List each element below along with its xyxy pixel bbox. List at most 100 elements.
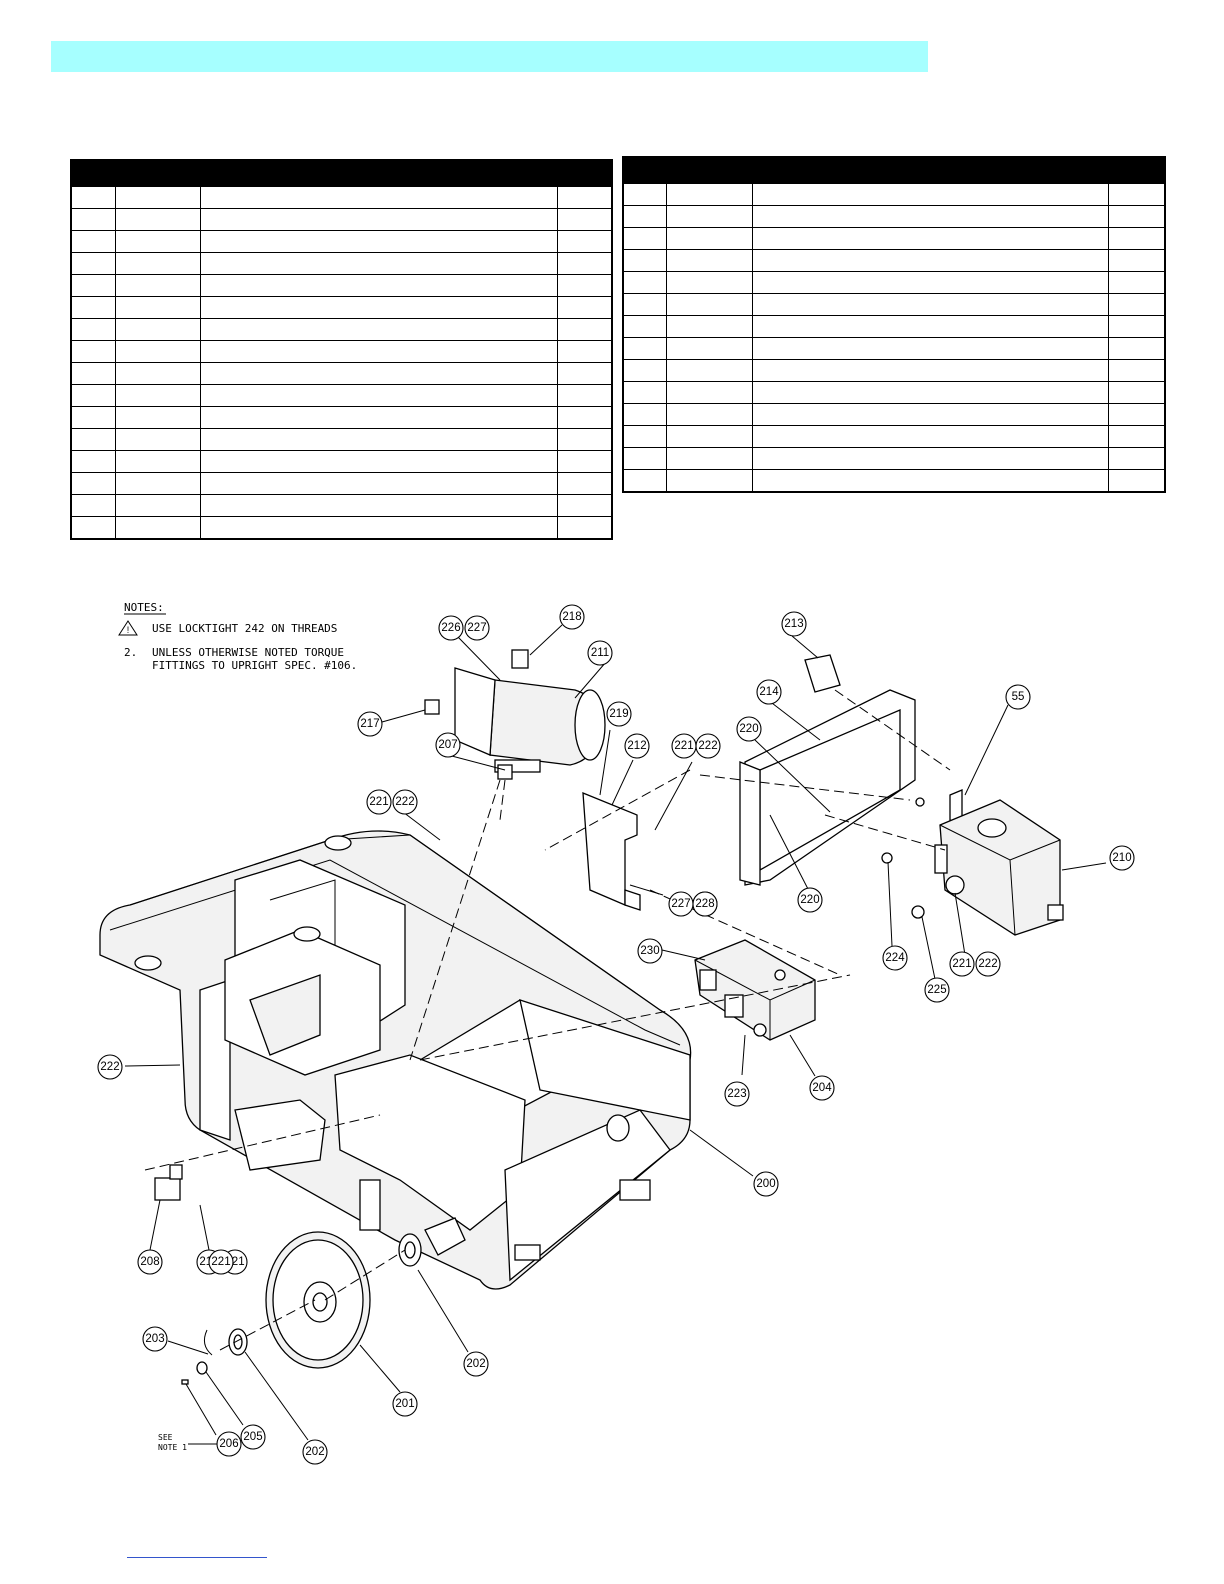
table-row	[622, 469, 1166, 493]
svg-text:!: !	[127, 625, 130, 635]
callout-label: 218	[562, 611, 581, 623]
table-cell	[70, 450, 116, 473]
callout-bubble: 219	[606, 701, 632, 727]
table-cell	[1107, 381, 1166, 404]
callout-bubble: 221	[208, 1249, 234, 1275]
see-note-line-2: NOTE 1	[158, 1443, 187, 1452]
table-cell	[556, 450, 613, 473]
callout-label: 200	[756, 1178, 775, 1190]
table-cell	[114, 252, 201, 275]
callout-label: 220	[800, 894, 819, 906]
callout-label: 221	[674, 740, 693, 752]
table-cell	[1107, 447, 1166, 470]
callout-label: 211	[591, 647, 609, 659]
table-cell	[751, 183, 1109, 206]
header-banner	[51, 41, 928, 72]
callout-label: 205	[243, 1431, 262, 1443]
see-note-label: SEE NOTE 1	[158, 1433, 187, 1452]
table-cell	[1107, 469, 1166, 493]
table-cell	[622, 315, 667, 338]
exploded-parts-drawing: NOTES: ! USE LOCKTIGHT 242 ON THREADS 2.…	[97, 601, 1135, 1465]
table-cell	[622, 249, 667, 272]
table-cell	[70, 340, 116, 363]
table-cell	[665, 337, 753, 360]
hydraulic-tank	[881, 797, 1064, 936]
table-row	[70, 428, 613, 451]
table-cell	[1107, 359, 1166, 382]
table-cell	[199, 384, 558, 407]
parts-table-right	[622, 156, 1166, 493]
table-cell	[1107, 425, 1166, 448]
callout-bubble: 202	[463, 1351, 489, 1377]
callout-bubble: 220	[797, 887, 823, 913]
table-cell	[199, 186, 558, 209]
table-cell	[751, 359, 1109, 382]
note-2-line-1: UNLESS OTHERWISE NOTED TORQUE	[152, 646, 344, 659]
callout-label: 213	[784, 618, 803, 630]
table-cell	[70, 362, 116, 385]
table-cell	[114, 274, 201, 297]
table-cell	[556, 406, 613, 429]
table-cell	[199, 406, 558, 429]
table-cell	[556, 318, 613, 341]
callout-bubble: 218	[559, 604, 585, 630]
callout-label: 202	[305, 1446, 324, 1458]
callout-bubble: 217	[357, 711, 383, 737]
callout-label: 221	[369, 796, 388, 808]
table-cell	[556, 274, 613, 297]
table-cell	[556, 472, 613, 495]
table-cell	[622, 337, 667, 360]
callout-bubble: 227	[668, 891, 694, 917]
callout-label: 224	[885, 952, 905, 964]
callout-label: 208	[140, 1256, 159, 1268]
table-cell	[665, 469, 753, 493]
table-cell	[622, 425, 667, 448]
callout-label: 221	[952, 958, 971, 970]
callout-label: 222	[100, 1061, 119, 1073]
table-cell	[665, 447, 753, 470]
table-row	[622, 205, 1166, 228]
table-cell	[199, 494, 558, 517]
table-cell	[751, 425, 1109, 448]
table-row	[622, 315, 1166, 338]
callout-label: 223	[727, 1088, 746, 1100]
table-cell	[751, 381, 1109, 404]
table-cell	[556, 428, 613, 451]
pump-motor	[424, 649, 606, 780]
table-cell	[1107, 183, 1166, 206]
table-cell	[751, 205, 1109, 228]
table-cell	[1107, 249, 1166, 272]
table-cell	[199, 472, 558, 495]
table-cell	[199, 340, 558, 363]
table-cell	[665, 381, 753, 404]
callout-bubble: 222	[975, 951, 1001, 977]
table-cell	[114, 230, 201, 253]
callout-bubble: 205	[240, 1424, 266, 1450]
callout-bubble: 222	[392, 789, 418, 815]
table-cell	[622, 381, 667, 404]
table-row	[70, 318, 613, 341]
table-row	[622, 425, 1166, 448]
callout-label: 204	[812, 1082, 832, 1094]
table-cell	[1107, 271, 1166, 294]
callout-bubbles: 2002012022022032042052062072082102112122…	[97, 604, 1135, 1465]
mount-plate	[582, 792, 641, 911]
table-row	[622, 447, 1166, 470]
table-cell	[70, 516, 116, 540]
table-cell	[556, 296, 613, 319]
callout-bubble: 222	[695, 733, 721, 759]
callout-label: 203	[145, 1333, 164, 1345]
table-cell	[751, 447, 1109, 470]
table-cell	[556, 340, 613, 363]
table-cell	[199, 362, 558, 385]
table-cell	[70, 208, 116, 231]
table-row	[70, 230, 613, 253]
table-row	[622, 183, 1166, 206]
callout-bubble: 221	[949, 951, 975, 977]
table-cell	[751, 337, 1109, 360]
warning-icon: !	[118, 620, 138, 636]
table-cell	[622, 205, 667, 228]
table-row	[70, 362, 613, 385]
table-cell	[622, 183, 667, 206]
table-row	[70, 186, 613, 209]
